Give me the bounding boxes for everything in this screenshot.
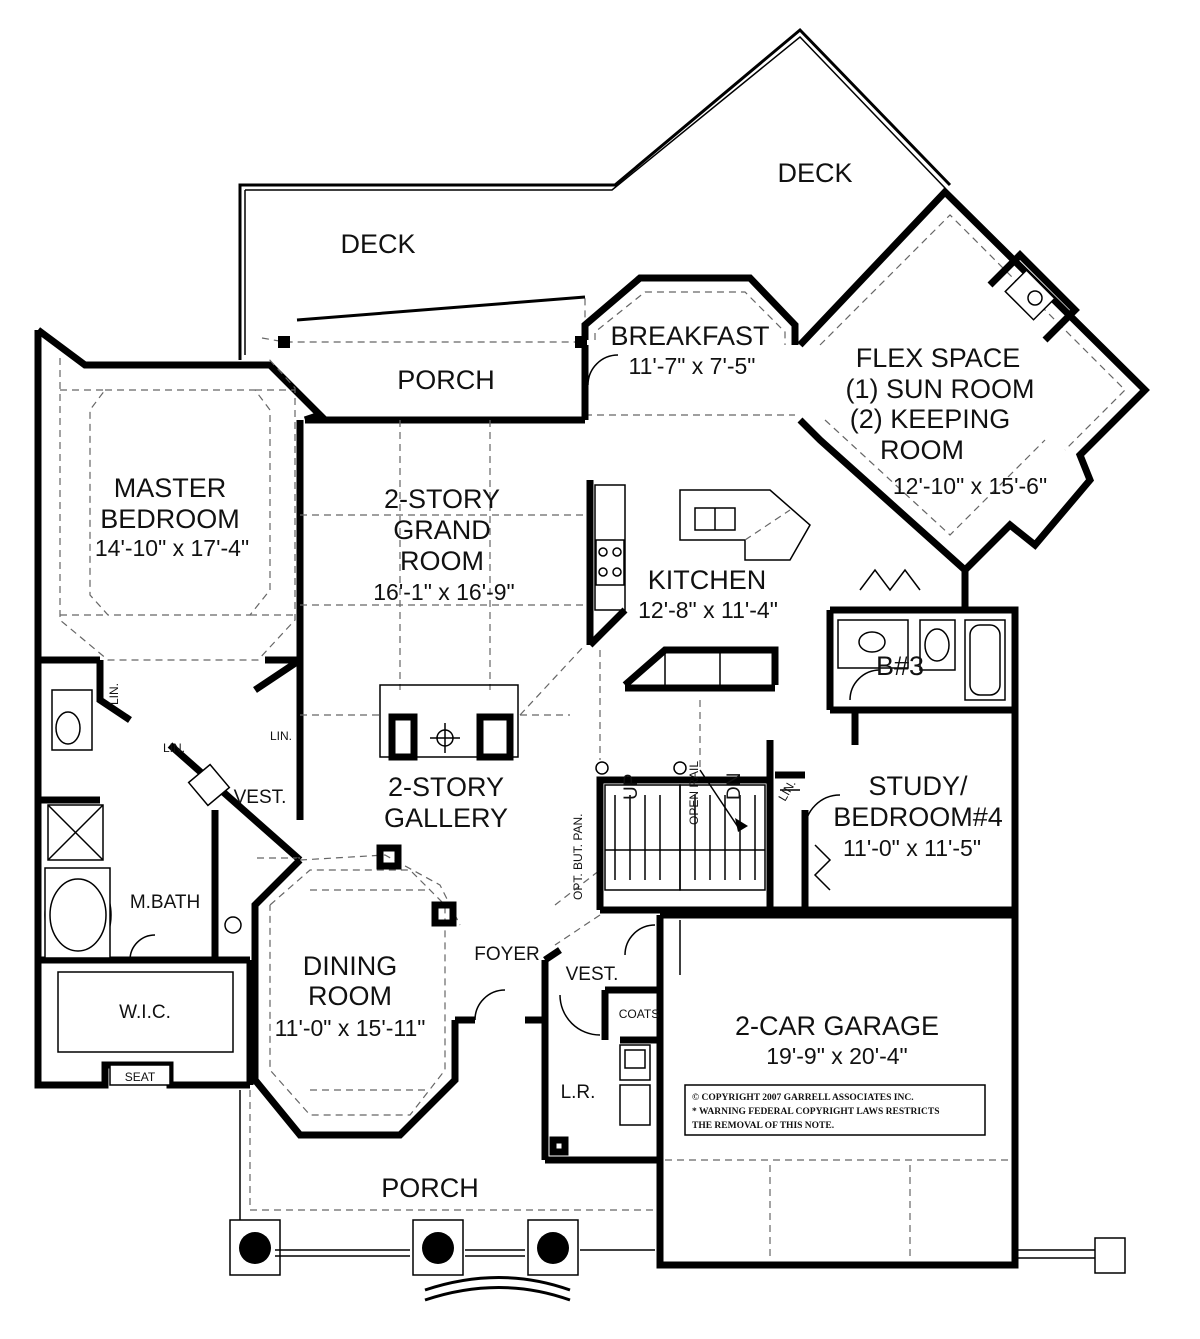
seat-label: SEAT <box>125 1070 156 1084</box>
grand-room-line-2: GRAND <box>393 515 491 545</box>
bath-3 <box>830 568 1015 714</box>
flex-line-3: (2) KEEPING <box>850 404 1011 434</box>
copyright-note: © COPYRIGHT 2007 GARRELL ASSOCIATES INC.… <box>692 1092 940 1131</box>
copyright-line-1: © COPYRIGHT 2007 GARRELL ASSOCIATES INC. <box>692 1092 914 1103</box>
laundry-label: L.R. <box>561 1082 596 1103</box>
dining-dims: 11'-0" x 15'-11" <box>275 1015 426 1041</box>
master-bedroom-line-2: BEDROOM <box>100 504 240 534</box>
garage-interior <box>665 920 1126 1274</box>
annotations: LIN. LIN. LIN. LIN. UP DN OPEN RAIL OPT.… <box>107 683 799 900</box>
dining-line-1: DINING <box>303 951 398 981</box>
bath3-label: B#3 <box>876 651 924 681</box>
flex-space-walls <box>797 186 1150 573</box>
master-bath-label: M.BATH <box>130 892 200 913</box>
wic-label: W.I.C. <box>119 1002 171 1023</box>
gallery-line-2: GALLERY <box>384 803 508 833</box>
grand-room-dims: 16'-1" x 16'-9" <box>373 579 514 605</box>
master-bedroom-line-1: MASTER <box>114 473 227 503</box>
coats-label: COATS <box>619 1007 659 1021</box>
breakfast-dims: 11'-7" x 7'-5" <box>629 353 756 379</box>
dining-line-2: ROOM <box>308 981 392 1011</box>
grand-room-gallery <box>255 420 601 906</box>
gallery-line-1: 2-STORY <box>388 772 504 802</box>
grand-room-line-3: ROOM <box>400 546 484 576</box>
kitchen-label: KITCHEN <box>648 565 767 595</box>
lin-label-1: LIN. <box>107 683 121 705</box>
stair-dn-label: DN <box>724 773 745 800</box>
porch-rear-label: PORCH <box>397 365 495 395</box>
garage-label: 2-CAR GARAGE <box>735 1011 939 1041</box>
stairs <box>595 740 774 914</box>
lin-label-3: LIN. <box>270 729 292 743</box>
deck-outline <box>238 27 952 360</box>
study-bedroom <box>770 710 1015 914</box>
deck-right-label: DECK <box>777 158 852 188</box>
copyright-line-2: * WARNING FEDERAL COPYRIGHT LAWS RESTRIC… <box>692 1107 940 1117</box>
room-labels: DECK DECK PORCH BREAKFAST 11'-7" x 7'-5"… <box>95 158 1047 1203</box>
front-porch <box>229 1090 655 1302</box>
foyer-laundry <box>455 914 660 1164</box>
study-line-1: STUDY/ <box>868 771 968 801</box>
copyright-box <box>684 1084 986 1136</box>
master-bath <box>38 689 303 1086</box>
dining-room <box>251 844 461 1139</box>
master-bedroom-dims: 14'-10" x 17'-4" <box>95 535 249 561</box>
kitchen-dims: 12'-8" x 11'-4" <box>638 597 778 623</box>
kitchen <box>587 484 811 770</box>
flex-dims: 12'-10" x 15'-6" <box>893 473 1047 499</box>
study-line-2: BEDROOM#4 <box>833 802 1003 832</box>
flex-line-4: ROOM <box>880 435 964 465</box>
deck-left-label: DECK <box>340 229 415 259</box>
vest-front-label: VEST. <box>566 964 619 985</box>
flex-line-1: FLEX SPACE <box>856 343 1021 373</box>
garage-dims: 19'-9" x 20'-4" <box>766 1043 907 1069</box>
grand-room-line-1: 2-STORY <box>384 484 500 514</box>
open-rail-label: OPEN RAIL <box>687 761 701 825</box>
study-dims: 11'-0" x 11'-5" <box>843 835 981 861</box>
stair-up-label: UP <box>621 774 642 800</box>
master-bedroom-walls <box>38 357 304 820</box>
flex-line-2: (1) SUN ROOM <box>846 374 1035 404</box>
copyright-line-3: THE REMOVAL OF THIS NOTE. <box>692 1121 834 1131</box>
pantry-label: OPT. BUT. PAN. <box>571 814 585 900</box>
breakfast-label: BREAKFAST <box>610 321 769 351</box>
vest-master-label: VEST. <box>234 787 287 808</box>
porch-front-label: PORCH <box>381 1173 479 1203</box>
foyer-label: FOYER <box>474 944 539 965</box>
lin-label-2: LIN. <box>163 741 185 755</box>
